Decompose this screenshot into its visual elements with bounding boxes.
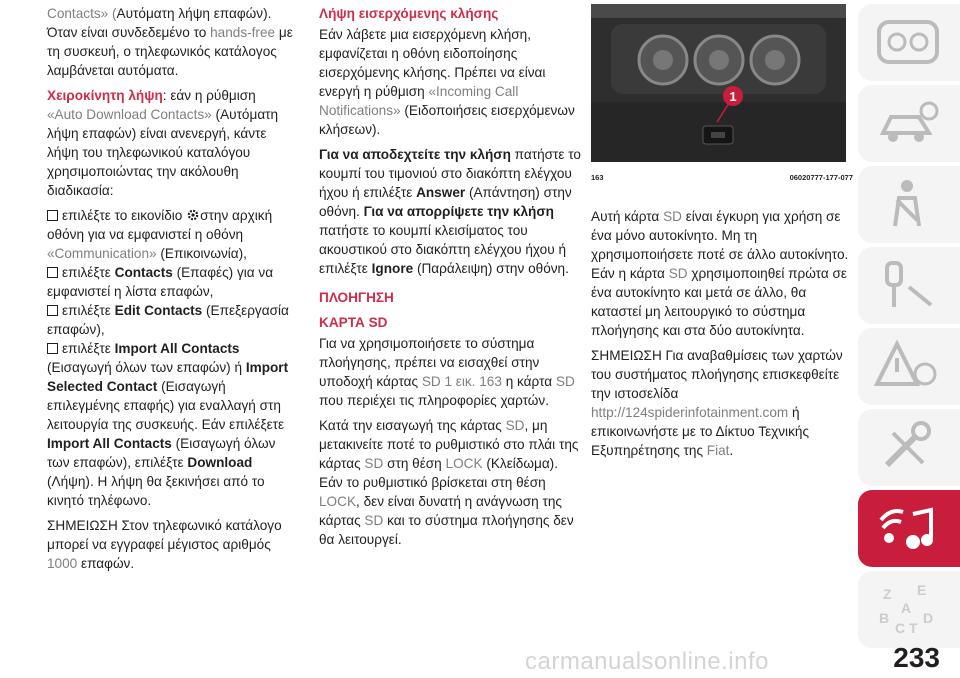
index-icon: Z E A B C D T: [879, 582, 933, 636]
website-link[interactable]: http://124spiderinfotainment.com: [591, 405, 789, 420]
paragraph-sd-lock: Κατά την εισαγωγή της κάρτας SD, μη μετα…: [319, 418, 579, 547]
step-3: επιλέξτε Edit Contacts (Επεξεργασία επαφ…: [47, 303, 289, 337]
dashboard-icon: [877, 20, 939, 64]
tab-key[interactable]: [858, 247, 960, 324]
step-1: επιλέξτε το εικονίδιο στην αρχική οθόνη …: [47, 208, 273, 261]
step-2: επιλέξτε Contacts (Επαφές) για να εμφανι…: [47, 265, 274, 299]
page-number: 233: [893, 642, 940, 673]
figure-caption: 163 06020777-177-077: [591, 168, 853, 187]
svg-text:B: B: [879, 610, 889, 626]
svg-text:C: C: [895, 620, 905, 636]
key-icon: [885, 261, 933, 307]
tab-multimedia[interactable]: [858, 490, 960, 567]
tab-index[interactable]: Z E A B C D T: [858, 571, 960, 648]
tools-icon: [884, 421, 931, 468]
figure-code: 06020777-177-077: [789, 173, 853, 182]
svg-text:Z: Z: [883, 586, 892, 602]
paragraph-accept-reject: Για να αποδεχτείτε την κλήση πατήστε το …: [319, 147, 581, 276]
chapter-sidebar: Z E A B C D T: [858, 4, 960, 652]
gear-icon: [187, 209, 199, 221]
svg-text:T: T: [909, 620, 918, 636]
checkbox-icon: [47, 343, 58, 354]
figure-number: 163: [591, 173, 604, 182]
svg-text:D: D: [923, 610, 933, 626]
step-4: επιλέξτε Import All Contacts (Εισαγωγή ό…: [47, 341, 289, 508]
callout-marker: [723, 86, 743, 106]
svg-text:A: A: [901, 600, 911, 616]
checkbox-icon: [47, 210, 58, 221]
text-column-2: Λήψη εισερχόμενης κλήσης Εάν λάβετε μια …: [319, 4, 581, 555]
paragraph-incoming-call: Εάν λάβετε μια εισερχόμενη κλήση, εμφανί…: [319, 27, 575, 137]
paragraph-sd-insert: Για να χρησιμοποιήσετε το σύστημα πλοήγη…: [319, 336, 575, 408]
note-map-upgrades: ΣΗΜΕΙΩΣΗ Για αναβαθμίσεις των χαρτών του…: [591, 348, 843, 458]
tab-tools[interactable]: [858, 409, 960, 486]
heading-navigation: ΠΛΟΗΓΗΣΗ: [319, 290, 394, 305]
paragraph-manual-download: Χειροκίνητη λήψη: εάν η ρύθμιση «Auto Do…: [47, 88, 279, 198]
warning-icon: [873, 339, 937, 386]
dashboard-photo: 1: [591, 4, 846, 162]
tab-safety[interactable]: [858, 85, 960, 162]
seat-belt-icon: [893, 180, 921, 227]
watermark: carmanualsonline.info: [525, 648, 769, 675]
checkbox-icon: [47, 305, 58, 316]
text-column-1: Contacts» (Αυτόματη λήψη επαφών). Όταν ε…: [47, 4, 295, 579]
manual-download-title: Χειροκίνητη λήψη: [47, 88, 163, 103]
heading-sd-card: ΚΑΡΤΑ SD: [319, 315, 388, 330]
section-title-incoming-call: Λήψη εισερχόμενης κλήσης: [319, 6, 499, 21]
note-contacts-limit: ΣΗΜΕΙΩΣΗ Στον τηλεφωνικό κατάλογο μπορεί…: [47, 518, 282, 571]
paragraph-auto-download: Contacts» (Αυτόματη λήψη επαφών). Όταν ε…: [47, 6, 293, 78]
tab-dashboard[interactable]: [858, 4, 960, 81]
figure-sd-slot-photo: 1: [591, 4, 846, 162]
checkbox-icon: [47, 267, 58, 278]
paragraph-sd-single-car: Αυτή κάρτα SD είναι έγκυρη για χρήση σε …: [591, 209, 849, 338]
car-safety-icon: [879, 101, 939, 142]
tab-seat-belt[interactable]: [858, 166, 960, 243]
multimedia-icon: [879, 507, 933, 549]
text-column-3: 1 163 06020777-177-077 Αυτή κάρτα SD είν…: [591, 4, 853, 466]
tab-warning[interactable]: [858, 328, 960, 405]
callout-number: 1: [729, 89, 736, 104]
svg-text:E: E: [917, 582, 926, 598]
